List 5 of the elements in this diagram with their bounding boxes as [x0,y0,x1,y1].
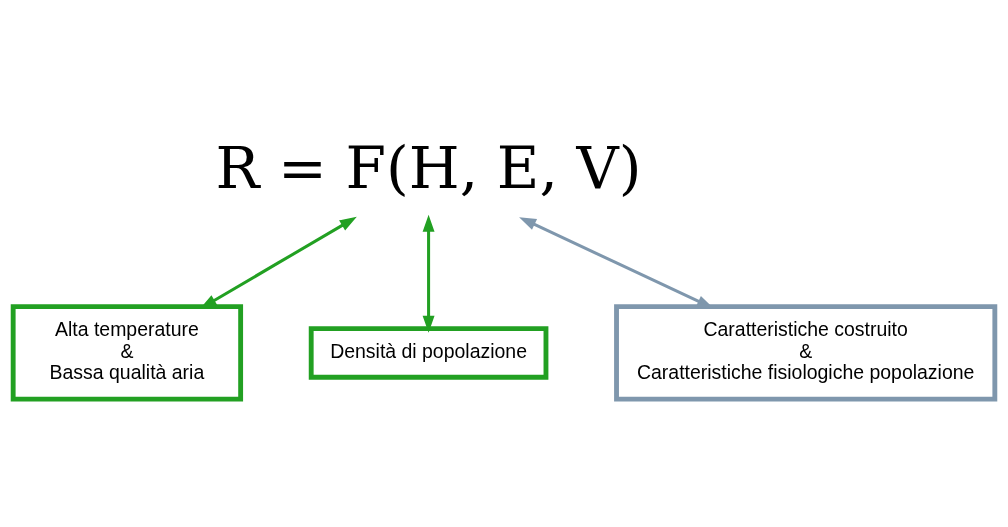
arrow [422,214,435,333]
node-box: Caratteristiche costruito & Caratteristiche fisiologiche popolazione [614,304,998,402]
node-box: Densità di popolazione [308,326,549,380]
node-box: Alta temperature & Bassa qualità aria [10,304,244,402]
node-text: R = F(H, E, V) [215,133,642,202]
